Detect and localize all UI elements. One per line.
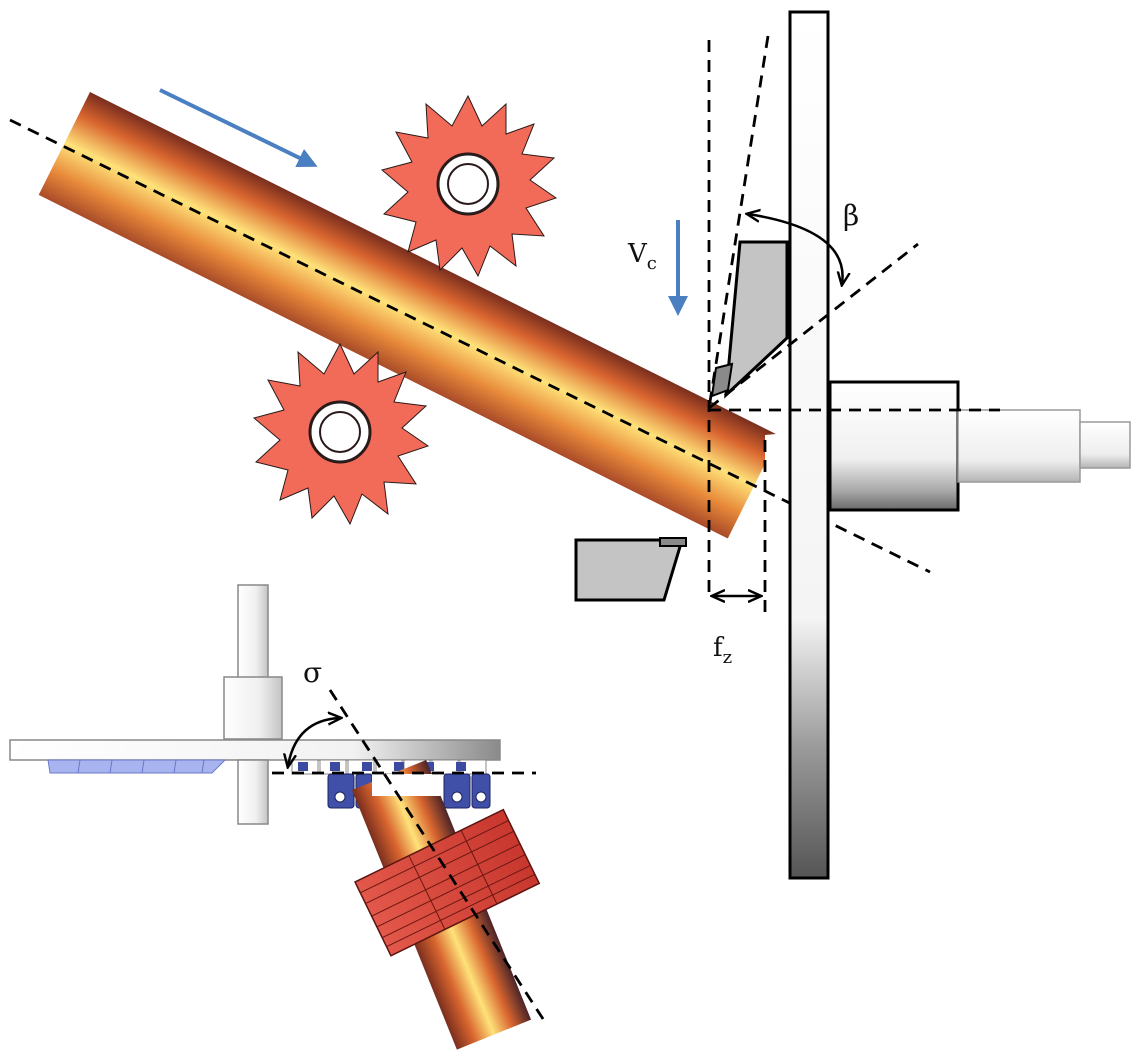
sigma-angle-arrow-icon [288, 718, 340, 766]
cutting-insert-lower [574, 537, 687, 602]
workpiece-axis-subview-line [328, 689, 547, 1023]
insert-strip-left [47, 759, 227, 774]
workpiece-axis-line [9, 118, 931, 574]
workpiece-fixture [353, 808, 541, 957]
milling-cutter-lower [252, 342, 430, 526]
label-beta: β [843, 199, 859, 232]
milling-cutter-upper [380, 94, 558, 278]
tool-shaft-upper [237, 584, 269, 681]
spindle-shaft [957, 409, 1131, 483]
label-vc: Vc [627, 239, 657, 274]
tool-spindle [223, 676, 283, 740]
label-fz: fz [713, 633, 732, 668]
tool-shaft-lower [237, 759, 269, 825]
feed-direction-arrow-icon [159, 88, 318, 167]
top-view-subdiagram: σ [9, 584, 547, 1050]
spindle-hub [828, 380, 960, 512]
milling-disc [788, 10, 830, 880]
tool-axis-inclined-line [707, 35, 770, 409]
label-sigma: σ [303, 656, 322, 689]
beta-reference-line [708, 242, 919, 410]
beta-angle-arrow-icon [748, 214, 843, 284]
cutter-plate [9, 739, 501, 761]
